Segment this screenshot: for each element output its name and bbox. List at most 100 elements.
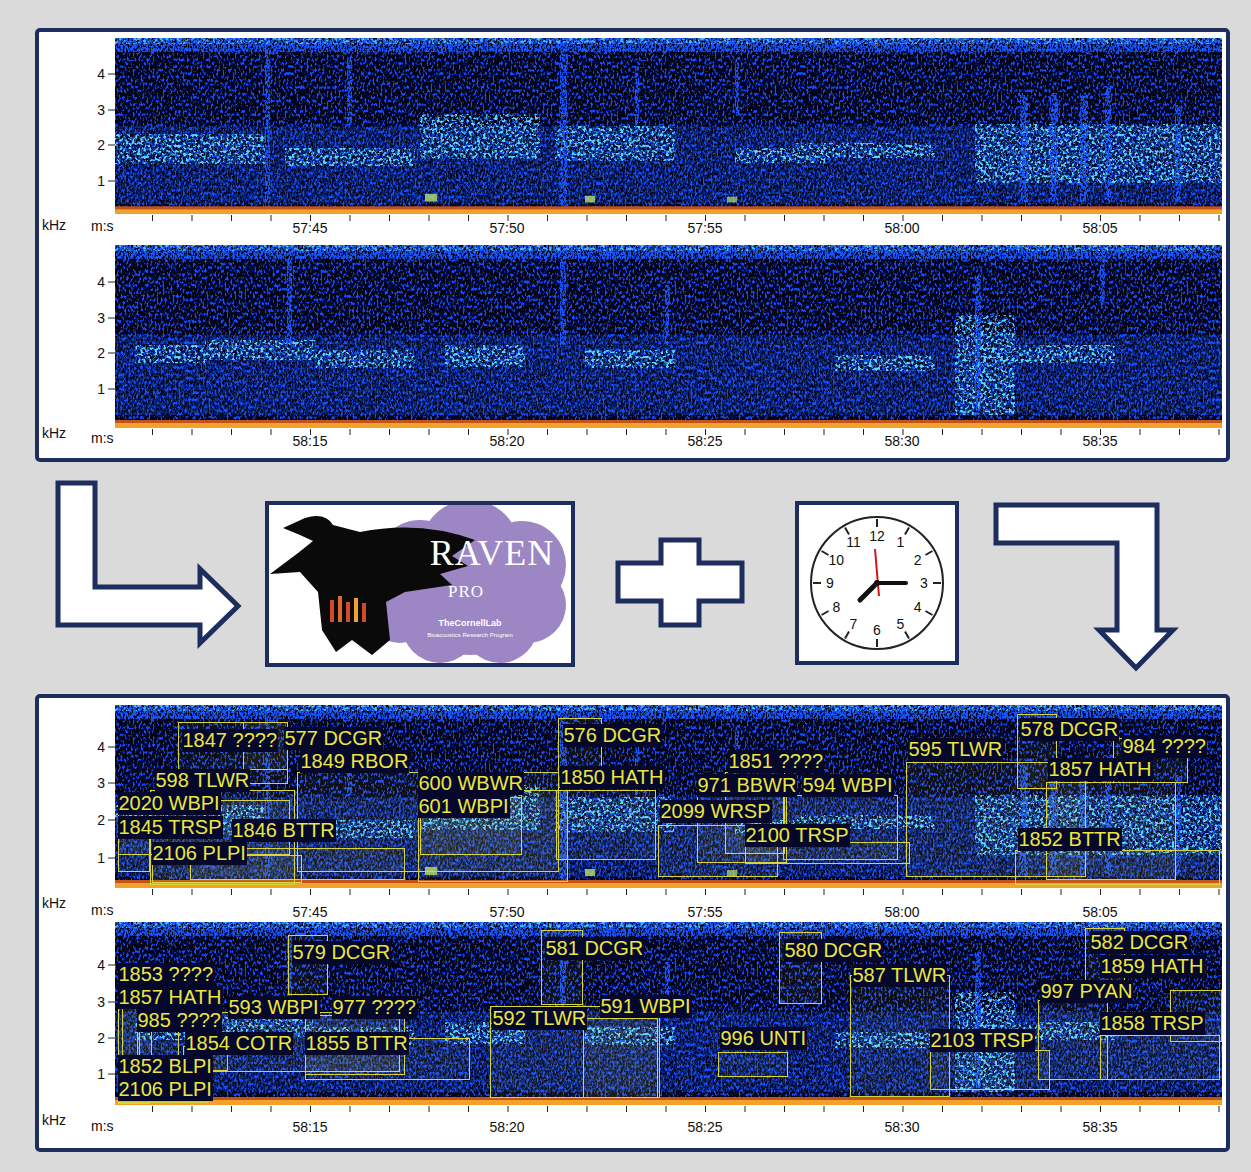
annotation-box: 2103 TRSP bbox=[930, 1050, 1050, 1090]
spectrogram bbox=[115, 245, 1222, 428]
annotation-box: 591 WBPI bbox=[583, 1018, 658, 1098]
label-anchor: 1 bbox=[97, 380, 105, 398]
annotation-label: 577 DCGR bbox=[284, 727, 384, 750]
label-anchor: 57:55 bbox=[687, 219, 722, 237]
annotation-box: 1858 TRSP bbox=[1100, 1035, 1220, 1080]
annotation-label: 2100 TRSP bbox=[745, 824, 850, 847]
annotation-label: 1849 RBOR bbox=[300, 750, 410, 773]
annotation-label: 592 TLWR bbox=[492, 1007, 588, 1030]
annotation-box: 1852 BTTR bbox=[1015, 850, 1220, 885]
spectrogram bbox=[115, 922, 1222, 1105]
clock-number: 3 bbox=[920, 575, 928, 591]
time-tick-label: 58:35 bbox=[1082, 1119, 1117, 1135]
label-anchor: 1 bbox=[97, 849, 105, 867]
annotation-box: 581 DCGR bbox=[541, 930, 583, 1005]
clock-number: 2 bbox=[914, 552, 922, 568]
label-anchor: 2 bbox=[97, 1029, 105, 1047]
clock-number: 10 bbox=[828, 552, 844, 568]
label-anchor: 58:00 bbox=[884, 219, 919, 237]
axis-label: 4 bbox=[97, 274, 105, 290]
axis-unit: m:s bbox=[91, 218, 114, 234]
axis-label: 1 bbox=[97, 381, 105, 397]
annotation-label: 598 TLWR bbox=[155, 769, 251, 792]
clock-number: 4 bbox=[914, 599, 922, 615]
spectrogram bbox=[115, 38, 1222, 214]
annotation-box: 1845 TRSP bbox=[118, 812, 150, 872]
annotation-label: 996 UNTI bbox=[720, 1027, 808, 1050]
label-anchor: 2 bbox=[914, 551, 922, 569]
label-anchor: 2 bbox=[97, 344, 105, 362]
label-anchor: 9 bbox=[826, 574, 834, 592]
label-anchor: 8 bbox=[832, 598, 840, 616]
annotation-label: 971 BBWR bbox=[697, 774, 798, 797]
label-anchor: 4 bbox=[97, 738, 105, 756]
annotation-label: 984 ???? bbox=[1122, 735, 1207, 758]
spectrogram bbox=[115, 705, 1222, 888]
annotation-label: 581 DCGR bbox=[545, 937, 645, 960]
axis-label: 3 bbox=[97, 994, 105, 1010]
annotation-label: 2099 WRSP bbox=[660, 800, 772, 823]
axis-unit: kHz bbox=[42, 217, 66, 233]
label-anchor: kHz bbox=[42, 894, 66, 912]
label-anchor: 6 bbox=[873, 621, 881, 639]
label-anchor: PRO bbox=[448, 582, 484, 601]
annotation-label: 1847 ???? bbox=[182, 729, 279, 752]
annotation-label: 578 DCGR bbox=[1020, 718, 1120, 741]
clock-number: 8 bbox=[832, 599, 840, 615]
label-anchor: RAVEN bbox=[430, 533, 554, 573]
label-anchor: TheCornellLab bbox=[438, 612, 501, 630]
annotation-label: 582 DCGR bbox=[1090, 931, 1190, 954]
annotation-label: 600 WBWR bbox=[418, 772, 524, 795]
label-anchor: 58:20 bbox=[489, 1118, 524, 1136]
label-anchor: kHz bbox=[42, 1111, 66, 1129]
axis-label: 2 bbox=[97, 345, 105, 361]
label-anchor: 58:35 bbox=[1082, 1118, 1117, 1136]
annotation-box: 2106 PLPI bbox=[152, 855, 302, 883]
annotation-box: 1850 HATH bbox=[556, 790, 656, 860]
annotation-label: 1858 TRSP bbox=[1100, 1012, 1205, 1035]
axis-label: 3 bbox=[97, 102, 105, 118]
label-anchor: Bioacoustics Research Program bbox=[427, 623, 513, 641]
label-anchor: 58:30 bbox=[884, 1118, 919, 1136]
label-anchor: 58:25 bbox=[687, 432, 722, 450]
axis-label: 1 bbox=[97, 850, 105, 866]
panel-frame bbox=[37, 30, 1228, 460]
annotation-label: 1857 HATH bbox=[1048, 758, 1153, 781]
axis-unit: m:s bbox=[91, 1118, 114, 1134]
annotation-box: 579 DCGR bbox=[288, 935, 328, 995]
time-tick-label: 58:30 bbox=[884, 433, 919, 449]
minute-hand bbox=[877, 581, 906, 585]
time-ticks bbox=[115, 1106, 1222, 1112]
annotation-label: 591 WBPI bbox=[600, 995, 692, 1018]
annotation-label: 2106 PLPI bbox=[118, 1078, 213, 1101]
annotation-label: 595 TLWR bbox=[908, 738, 1004, 761]
time-tick-label: 58:30 bbox=[884, 1119, 919, 1135]
label-anchor: 12 bbox=[869, 527, 885, 545]
clock-number: 12 bbox=[869, 528, 885, 544]
clock-number: 1 bbox=[897, 534, 905, 550]
clock-number: 6 bbox=[873, 622, 881, 638]
label-anchor: 3 bbox=[97, 309, 105, 327]
logo-frame bbox=[267, 503, 573, 665]
label-anchor: 58:15 bbox=[292, 1118, 327, 1136]
time-tick-label: 57:50 bbox=[489, 220, 524, 236]
time-ticks bbox=[115, 215, 1222, 221]
raw-spectrogram-panel bbox=[37, 30, 1228, 460]
annotation-box: 2106 PLPI bbox=[118, 1082, 150, 1104]
clock-number: 5 bbox=[897, 616, 905, 632]
label-anchor: 4 bbox=[97, 65, 105, 83]
logo-org: TheCornellLab bbox=[438, 618, 501, 628]
annotation-label: 576 DCGR bbox=[563, 724, 663, 747]
clock-number: 7 bbox=[850, 616, 858, 632]
clock-number: 9 bbox=[826, 575, 834, 591]
time-tick-label: 57:55 bbox=[687, 904, 722, 920]
annotation-label: 1855 BTTR bbox=[305, 1032, 409, 1055]
clock-face bbox=[811, 517, 943, 649]
label-anchor: 1 bbox=[97, 1065, 105, 1083]
axis-label: 3 bbox=[97, 775, 105, 791]
raven-logo bbox=[267, 500, 573, 665]
label-anchor: 57:50 bbox=[489, 903, 524, 921]
label-anchor: 57:45 bbox=[292, 219, 327, 237]
panel-frame bbox=[37, 696, 1228, 1150]
second-hand bbox=[875, 549, 879, 596]
